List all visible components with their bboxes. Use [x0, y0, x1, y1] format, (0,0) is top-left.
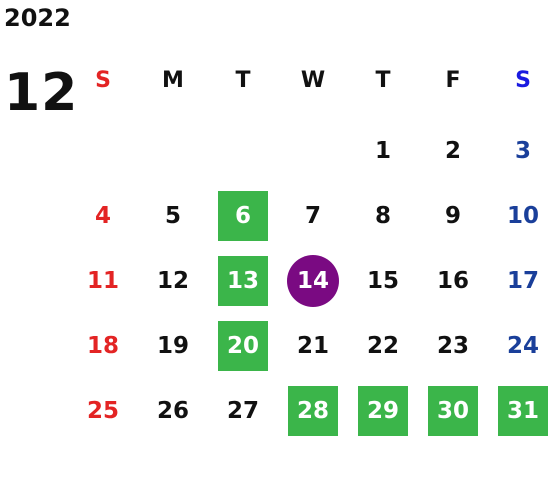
day-cell[interactable]: 19 [156, 332, 189, 359]
day-cell[interactable]: 17 [506, 267, 539, 294]
weekday-header-tue: T [235, 68, 251, 93]
day-cell[interactable]: 21 [296, 332, 329, 359]
weekday-header-fri: F [445, 68, 461, 93]
year-label: 2022 [4, 4, 71, 32]
day-cell-highlighted[interactable]: 28 [278, 378, 348, 443]
day-cell[interactable]: 18 [86, 332, 119, 359]
day-cell[interactable]: 24 [506, 332, 539, 359]
day-cell[interactable]: 10 [506, 202, 539, 229]
day-cell[interactable]: 27 [226, 397, 259, 424]
day-cell[interactable]: 26 [156, 397, 189, 424]
day-cell[interactable]: 1 [374, 137, 391, 164]
weekday-header-thu: T [375, 68, 391, 93]
day-cell[interactable]: 23 [436, 332, 469, 359]
weekday-header-sat: S [515, 68, 531, 93]
day-cell[interactable]: 16 [436, 267, 469, 294]
day-cell[interactable]: 9 [444, 202, 461, 229]
day-cell-highlighted[interactable]: 13 [208, 248, 278, 313]
weekday-header-wed: W [300, 68, 326, 93]
day-cell-highlighted[interactable]: 6 [208, 183, 278, 248]
day-cell-highlighted[interactable]: 20 [208, 313, 278, 378]
day-cell-highlighted[interactable]: 31 [488, 378, 548, 443]
day-cell[interactable]: 25 [86, 397, 119, 424]
weekday-header-sun: S [95, 68, 111, 93]
day-cell-highlighted[interactable]: 30 [418, 378, 488, 443]
day-cell[interactable]: 11 [86, 267, 119, 294]
calendar-grid: S M T W T F S 1 2 3 4 5 6 7 8 9 10 11 12… [68, 48, 548, 438]
day-cell[interactable]: 15 [366, 267, 399, 294]
day-cell[interactable]: 7 [304, 202, 321, 229]
day-cell[interactable]: 22 [366, 332, 399, 359]
weekday-header-mon: M [162, 68, 184, 93]
day-cell[interactable]: 12 [156, 267, 189, 294]
day-cell-highlighted[interactable]: 29 [348, 378, 418, 443]
day-cell[interactable]: 8 [374, 202, 391, 229]
day-cell[interactable]: 2 [444, 137, 461, 164]
month-number: 12 [4, 63, 79, 123]
day-cell[interactable]: 5 [164, 202, 181, 229]
day-cell-selected[interactable]: 14 [278, 248, 348, 313]
day-cell[interactable]: 4 [94, 202, 111, 229]
day-cell[interactable]: 3 [514, 137, 531, 164]
